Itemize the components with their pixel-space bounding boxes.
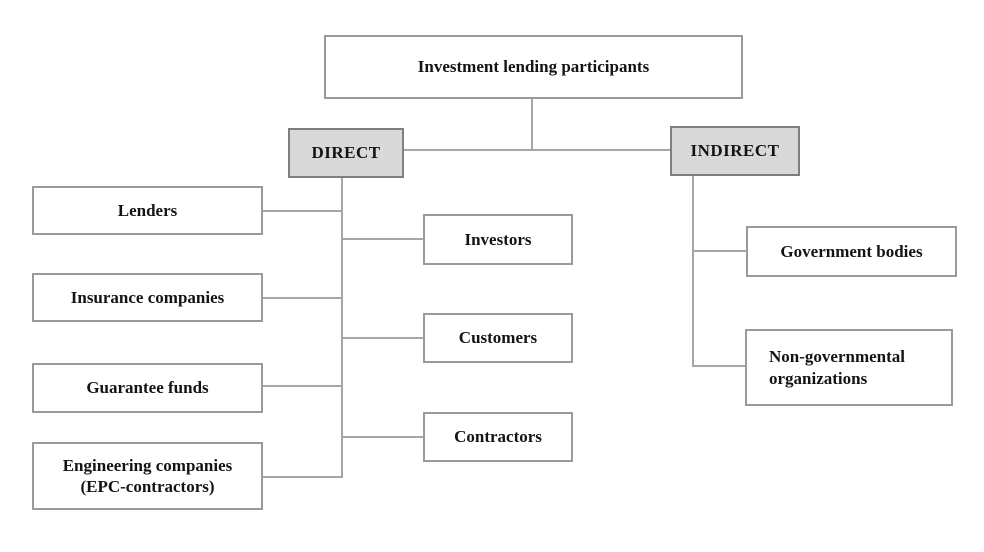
connector-contractors	[342, 436, 424, 438]
node-guarantee-funds: Guarantee funds	[32, 363, 263, 413]
node-investors: Investors	[423, 214, 573, 265]
connector-investors	[342, 238, 424, 240]
connector-guarantee-funds	[262, 385, 342, 387]
connector-engineering-companies	[262, 476, 342, 478]
connector-ngo	[693, 365, 746, 367]
node-indirect: INDIRECT	[670, 126, 800, 176]
node-engineering-companies: Engineering companies (EPC-contractors)	[32, 442, 263, 510]
connector-lenders	[262, 210, 342, 212]
connector-government-bodies	[693, 250, 747, 252]
connector-direct-indirect	[403, 149, 671, 151]
node-direct: DIRECT	[288, 128, 404, 178]
node-lenders: Lenders	[32, 186, 263, 235]
node-insurance-companies: Insurance companies	[32, 273, 263, 322]
connector-insurance-companies	[262, 297, 342, 299]
connector-root-vertical	[531, 99, 533, 150]
node-customers: Customers	[423, 313, 573, 363]
node-government-bodies: Government bodies	[746, 226, 957, 277]
connector-customers	[342, 337, 424, 339]
connector-direct-spine	[341, 177, 343, 478]
node-non-governmental-organizations: Non-governmental organizations	[745, 329, 953, 406]
node-investment-lending-participants: Investment lending participants	[324, 35, 743, 99]
connector-indirect-spine	[692, 175, 694, 367]
node-contractors: Contractors	[423, 412, 573, 462]
